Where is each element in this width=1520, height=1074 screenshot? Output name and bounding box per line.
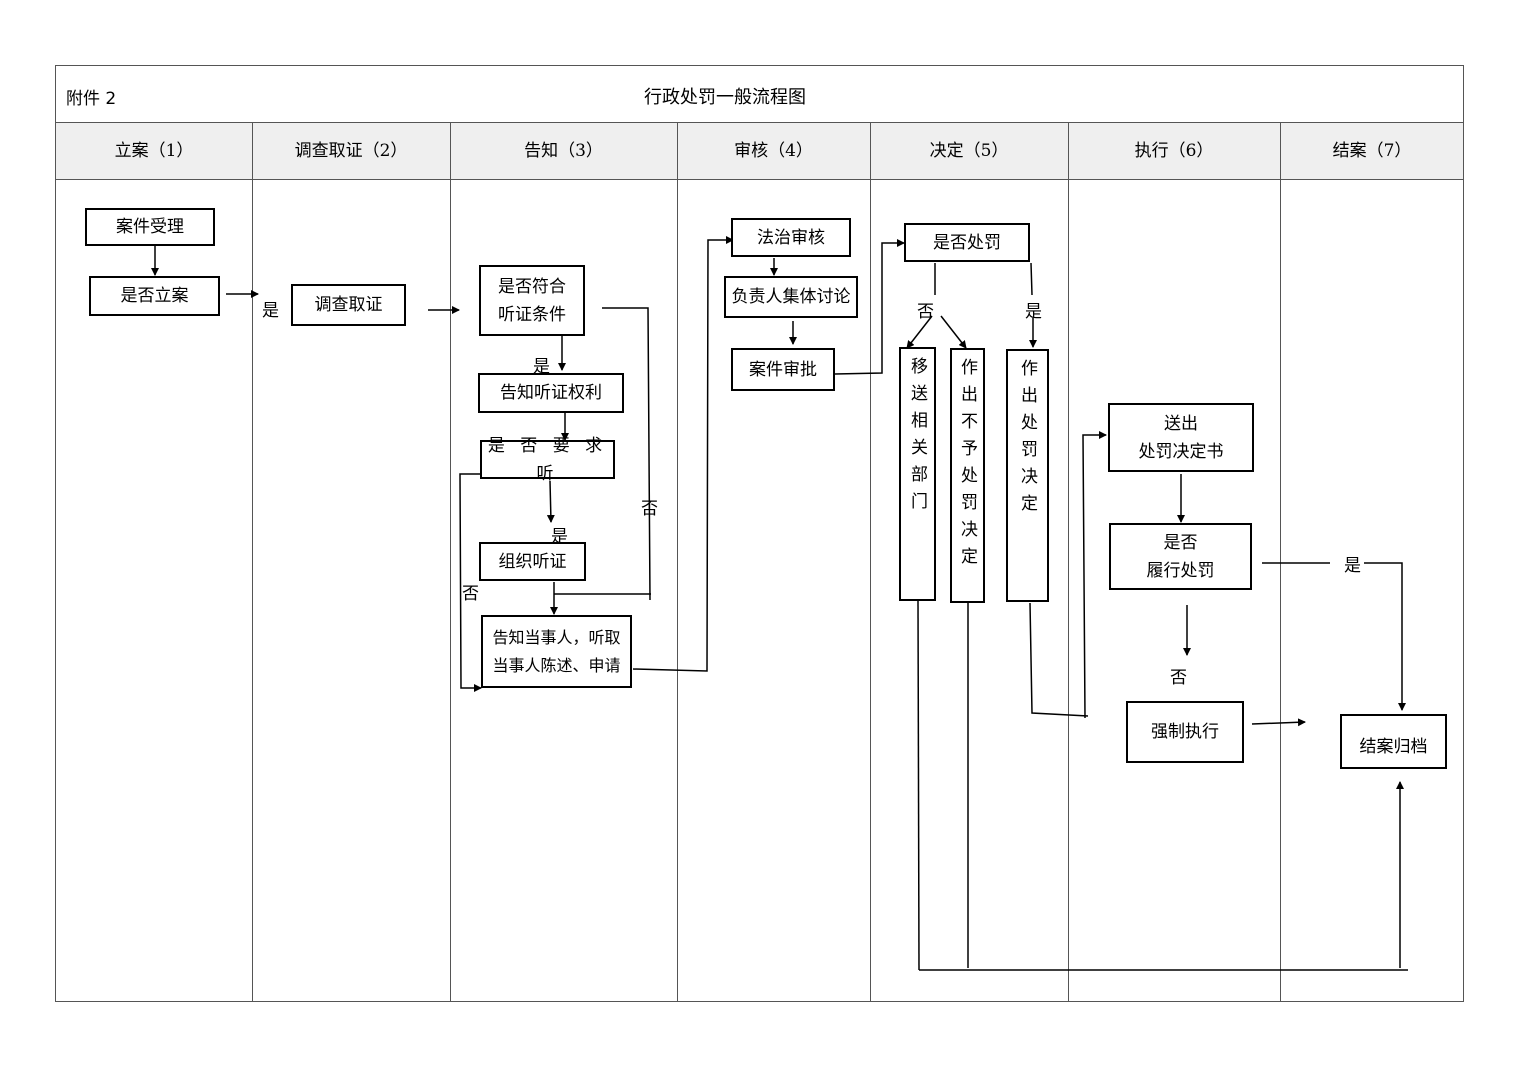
- notify-party-line1: 告知当事人，听取: [492, 627, 621, 647]
- hearing-conditions-line2: 听证条件: [498, 304, 566, 325]
- column-header-execution: 执行（6）: [1134, 141, 1214, 161]
- title-row: [55, 65, 1464, 123]
- lane-divider: [1068, 123, 1069, 1002]
- column-header-closing: 结案（7）: [1332, 141, 1412, 161]
- notify-hearing-rights-box: 告知听证权利: [478, 373, 624, 413]
- attachment-label: 附件 2: [66, 89, 117, 109]
- transfer-department-text: 移送相关部门: [907, 357, 927, 519]
- whether-fulfill-line2: 履行处罚: [1146, 560, 1215, 581]
- lane-divider: [252, 123, 253, 1002]
- deliver-decision-box: 送出 处罚决定书: [1108, 403, 1254, 472]
- yes-label: 是: [1344, 556, 1361, 576]
- no-punishment-decision-box: 作出不予处罚决定: [950, 348, 985, 603]
- organize-hearing-box: 组织听证: [479, 542, 586, 581]
- case-archive-box: 结案归档: [1340, 714, 1447, 769]
- no-punishment-decision-text: 作出不予处罚决定: [957, 358, 977, 574]
- no-label: 否: [462, 584, 479, 604]
- no-label: 否: [1170, 668, 1187, 688]
- column-header-notification: 告知（3）: [524, 141, 603, 161]
- whether-fulfill-line1: 是否: [1163, 532, 1198, 553]
- case-acceptance-box: 案件受理: [85, 208, 215, 246]
- investigation-box: 调查取证: [291, 284, 406, 326]
- notify-party-box: 告知当事人，听取 当事人陈述、申请: [481, 615, 632, 688]
- hearing-conditions-line1: 是否符合: [498, 276, 566, 297]
- whether-file-case-box: 是否立案: [89, 276, 220, 316]
- whether-fulfill-box: 是否 履行处罚: [1109, 523, 1252, 590]
- deliver-decision-line1: 送出: [1164, 413, 1198, 434]
- case-approval-box: 案件审批: [731, 348, 835, 391]
- column-header-investigation: 调查取证（2）: [294, 141, 408, 161]
- flowchart-frame: [55, 65, 1464, 1002]
- hearing-conditions-box: 是否符合 听证条件: [479, 265, 585, 336]
- lane-divider: [677, 123, 678, 1002]
- column-header-decision: 决定（5）: [929, 141, 1009, 161]
- deliver-decision-line2: 处罚决定书: [1138, 441, 1224, 462]
- page-title: 行政处罚一般流程图: [644, 87, 806, 108]
- notify-party-line2: 当事人陈述、申请: [492, 655, 621, 675]
- punishment-decision-text: 作出处罚决定: [1017, 359, 1037, 521]
- forced-execution-box: 强制执行: [1126, 701, 1244, 763]
- lane-divider: [870, 123, 871, 1002]
- collective-discussion-box: 负责人集体讨论: [724, 276, 858, 318]
- yes-label: 是: [262, 301, 279, 321]
- yes-label: 是: [1025, 302, 1042, 322]
- yes-label: 是: [533, 357, 550, 377]
- column-header-filing: 立案（1）: [114, 141, 194, 161]
- legal-review-box: 法治审核: [731, 218, 851, 257]
- request-hearing-box: 是 否 要 求 听: [480, 436, 615, 484]
- punishment-decision-box: 作出处罚决定: [1006, 349, 1049, 602]
- whether-punish-box: 是否处罚: [904, 223, 1030, 262]
- no-label: 否: [917, 302, 934, 322]
- transfer-department-box: 移送相关部门: [899, 347, 936, 601]
- lane-divider: [450, 123, 451, 1002]
- header-row: [56, 123, 1463, 180]
- no-label: 否: [641, 499, 658, 519]
- column-header-review: 审核（4）: [734, 141, 813, 161]
